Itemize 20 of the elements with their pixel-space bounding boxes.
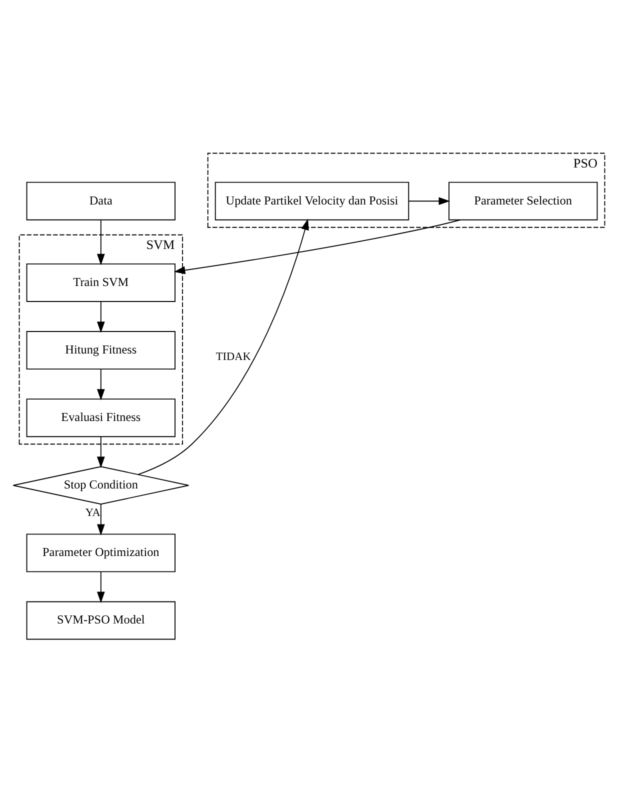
- node-diamond: Stop Condition: [12, 466, 190, 505]
- node-box: Update Partikel Velocity dan Posisi: [214, 182, 410, 220]
- node-box: Parameter Optimization: [26, 534, 176, 572]
- arrow: [138, 218, 309, 475]
- edge-label: TIDAK: [216, 351, 251, 364]
- node-box: Data: [26, 182, 176, 220]
- arrow: [96, 436, 105, 468]
- node-box: SVM-PSO Model: [26, 601, 176, 640]
- arrow: [96, 301, 105, 333]
- arrow: [96, 368, 105, 400]
- arrow: [174, 219, 461, 274]
- arrow: [96, 571, 105, 604]
- arrow: [96, 504, 105, 536]
- arrow: [408, 197, 450, 206]
- edge-label: YA: [85, 506, 100, 519]
- node-box: Parameter Selection: [448, 182, 598, 220]
- node-box: Train SVM: [26, 264, 176, 302]
- node-box: Hitung Fitness: [26, 331, 176, 370]
- arrow: [96, 220, 105, 266]
- node-box: Evaluasi Fitness: [26, 398, 176, 438]
